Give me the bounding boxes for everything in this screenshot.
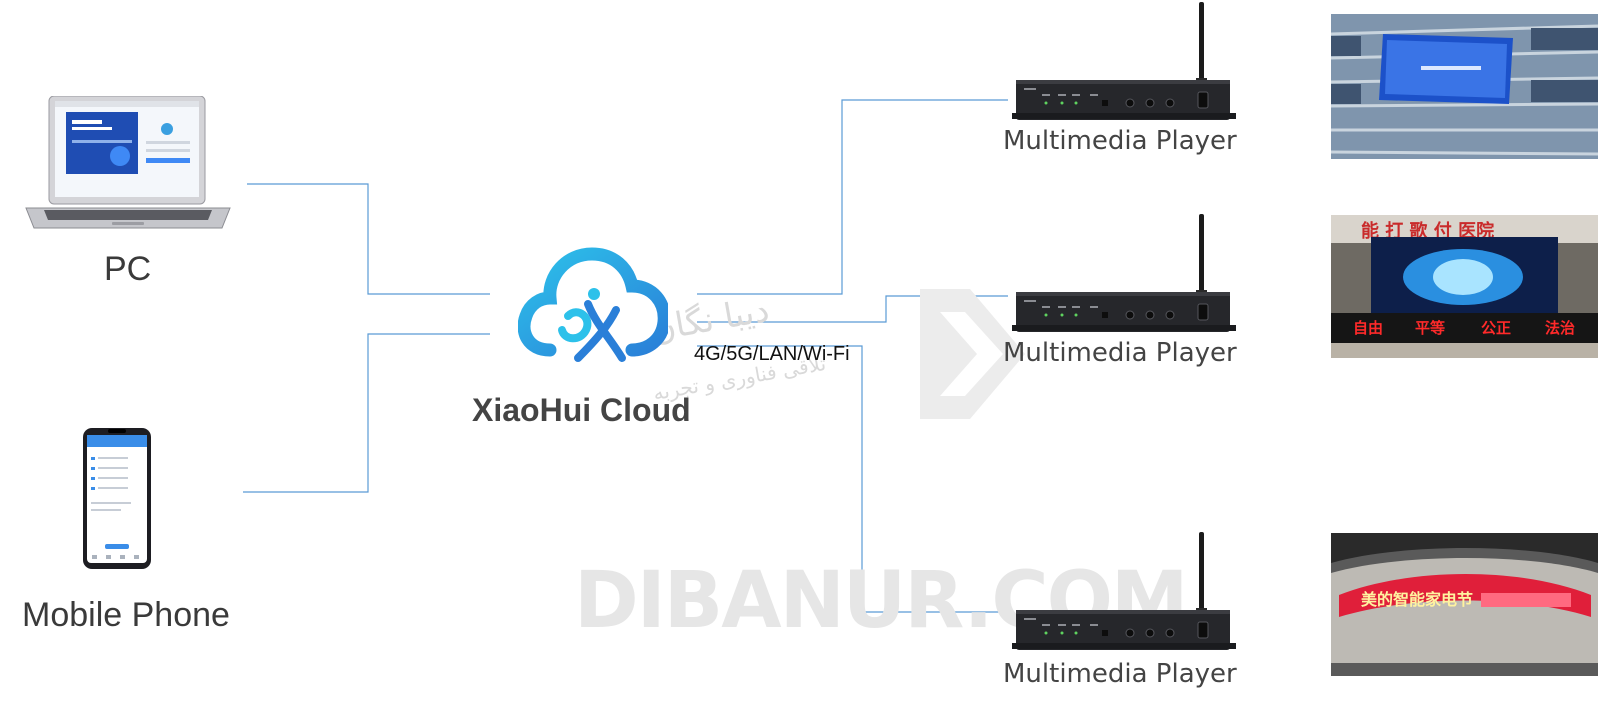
cloud-to-player3-line: [697, 345, 1008, 613]
mobile-phone-label: Mobile Phone: [22, 596, 230, 634]
multimedia-player-3-label: Multimedia Player: [1003, 659, 1237, 689]
watermark-logo: [915, 284, 1035, 429]
led-display-3-text: 美的智能家电节: [1361, 590, 1473, 609]
cloud-logo-icon: [517, 246, 671, 371]
pc-laptop-icon: [22, 95, 234, 235]
cloud-title: XiaoHui Cloud: [472, 392, 691, 428]
phone-to-cloud-line: [243, 333, 490, 493]
led-display-photo-2: 能 打 歌 付 医院 自由 平等 公正 法治: [1331, 215, 1598, 363]
led-display-2-char-0: 自由: [1353, 319, 1383, 337]
pc-label: PC: [104, 250, 152, 288]
led-display-photo-3: 美的智能家电节: [1331, 533, 1598, 681]
pc-to-cloud-line: [247, 183, 490, 295]
led-display-photo-1: [1330, 14, 1598, 164]
multimedia-player-3: [1010, 530, 1242, 657]
multimedia-player-1: [1010, 0, 1242, 127]
connection-label: 4G/5G/LAN/Wi-Fi: [694, 343, 850, 365]
led-display-2-char-3: 法治: [1545, 319, 1575, 337]
multimedia-player-1-label: Multimedia Player: [1003, 126, 1237, 156]
multimedia-player-2-label: Multimedia Player: [1003, 338, 1237, 368]
led-display-2-char-2: 公正: [1481, 319, 1511, 337]
multimedia-player-2: [1010, 212, 1242, 339]
led-display-2-sign: 能 打 歌 付 医院: [1361, 220, 1494, 242]
mobile-phone-icon: [82, 427, 152, 575]
cloud-to-player1-line: [697, 99, 1008, 295]
led-display-2-char-1: 平等: [1415, 319, 1445, 337]
